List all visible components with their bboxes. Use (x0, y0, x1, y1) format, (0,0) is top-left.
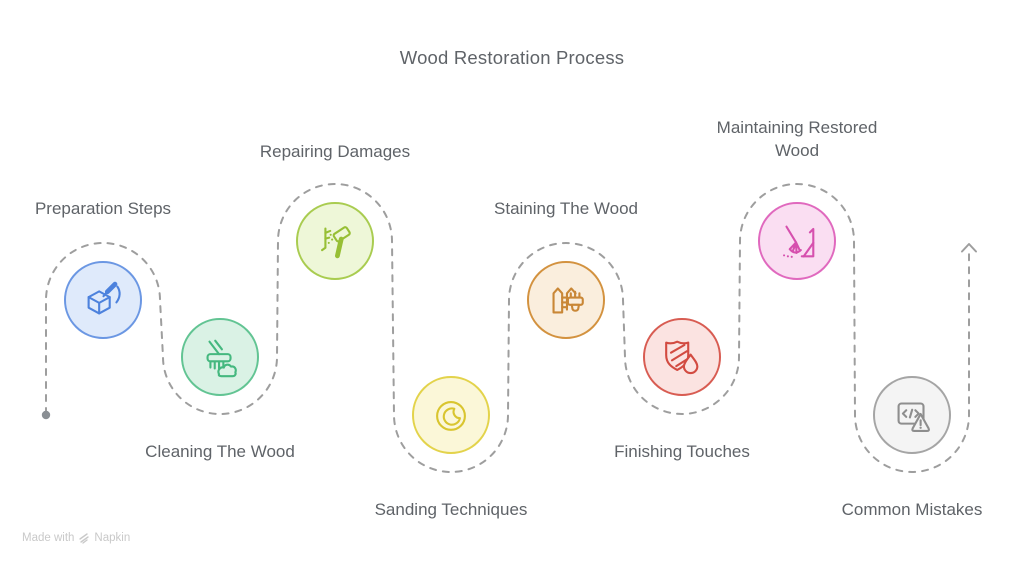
arrow-up-icon (961, 243, 977, 253)
step-node-common-mistakes (873, 376, 951, 454)
step-node-sanding-techniques (412, 376, 490, 454)
step-label-maintaining-restored-wood: Maintaining Restored Wood (716, 118, 878, 160)
fence-paintbrush-icon (552, 287, 584, 314)
step-label-preparation-steps: Preparation Steps (34, 199, 172, 218)
process-path-line (45, 183, 970, 473)
step-label-staining-the-wood: Staining The Wood (494, 199, 638, 218)
code-warning-icon (897, 402, 930, 432)
page-title: Wood Restoration Process (399, 47, 625, 68)
napkin-logo-icon (79, 533, 90, 544)
hammer-crack-icon (321, 226, 351, 259)
step-label-finishing-touches: Finishing Touches (614, 442, 750, 461)
step-label-sanding-techniques: Sanding Techniques (374, 500, 528, 519)
watermark-prefix: Made with (22, 532, 75, 544)
step-node-repairing-damages (296, 202, 374, 280)
step-node-preparation-steps (64, 261, 142, 339)
broom-corner-icon (783, 225, 815, 258)
start-dot (41, 410, 51, 420)
watermark-brand: Napkin (94, 532, 131, 544)
cube-pen-icon (87, 281, 121, 315)
napkin-watermark: Made with Napkin (22, 532, 130, 544)
step-node-staining-the-wood (527, 261, 605, 339)
step-node-maintaining-restored-wood (758, 202, 836, 280)
scrub-brush-icon (206, 339, 237, 378)
sanding-disc-icon (436, 401, 466, 431)
step-node-cleaning-the-wood (181, 318, 259, 396)
step-label-repairing-damages: Repairing Damages (259, 142, 411, 161)
step-label-common-mistakes: Common Mistakes (841, 500, 983, 519)
shield-droplet-icon (665, 340, 699, 375)
step-node-finishing-touches (643, 318, 721, 396)
step-label-cleaning-the-wood: Cleaning The Wood (145, 442, 295, 461)
